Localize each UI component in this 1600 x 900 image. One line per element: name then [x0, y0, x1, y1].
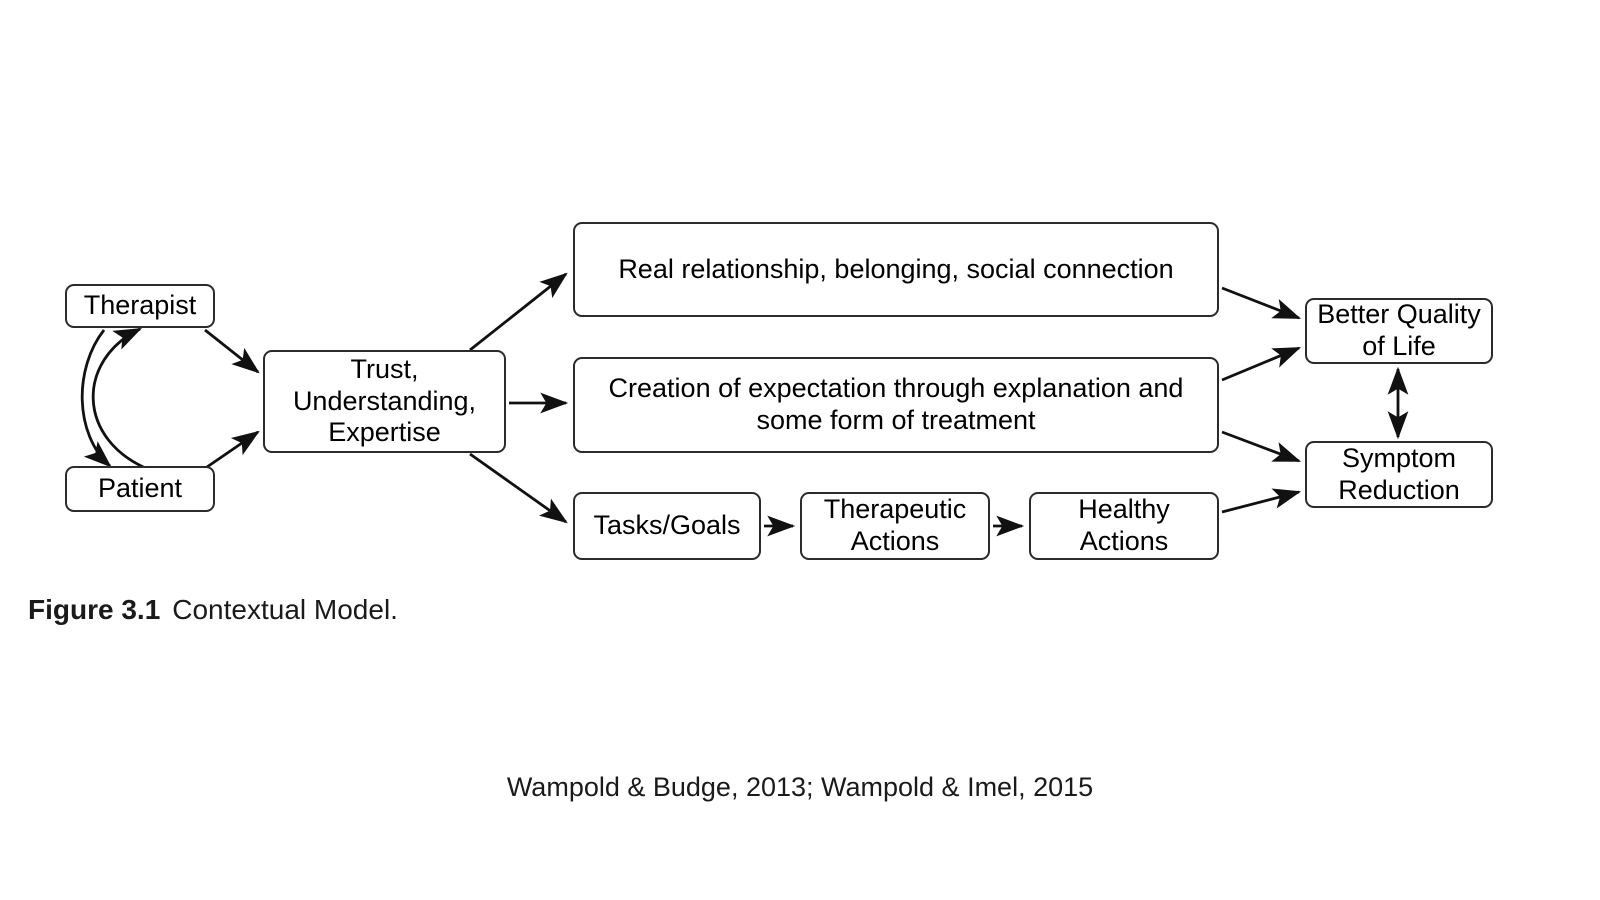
edge-therapist-to-trust	[204, 328, 260, 374]
edge-real-relationship-to-quality	[1221, 286, 1302, 320]
node-therapist[interactable]: Therapist	[65, 284, 215, 328]
node-creation-of-expectation[interactable]: Creation of expectation through explanat…	[573, 357, 1219, 453]
node-symptom-reduction[interactable]: Symptom Reduction	[1305, 441, 1493, 508]
node-better-quality-of-life[interactable]: Better Quality of Life	[1305, 298, 1493, 364]
edge-trust-to-real-relationship	[469, 272, 568, 352]
edge-therapist-to-patient	[80, 329, 112, 468]
node-therapeutic-actions[interactable]: Therapeutic Actions	[800, 492, 990, 560]
figure-caption-label: Figure 3.1	[28, 594, 161, 625]
edge-creation-to-symptom	[1221, 430, 1302, 463]
edge-creation-to-quality	[1221, 346, 1302, 382]
node-healthy-actions[interactable]: Healthy Actions	[1029, 492, 1219, 560]
node-patient[interactable]: Patient	[65, 466, 215, 512]
edge-patient-to-trust	[206, 430, 260, 469]
node-tasks-goals[interactable]: Tasks/Goals	[573, 492, 761, 560]
node-real-relationship[interactable]: Real relationship, belonging, social con…	[573, 222, 1219, 317]
figure-caption-text: Contextual Model.	[172, 594, 398, 625]
figure-caption: Figure 3.1 Contextual Model.	[28, 594, 398, 626]
edge-trust-to-tasks	[469, 452, 568, 524]
node-trust-understanding-expertise[interactable]: Trust, Understanding, Expertise	[263, 350, 506, 453]
figure-citation: Wampold & Budge, 2013; Wampold & Imel, 2…	[506, 772, 1094, 802]
edge-patient-to-therapist	[91, 327, 151, 472]
edge-healthy-to-symptom	[1221, 488, 1302, 514]
